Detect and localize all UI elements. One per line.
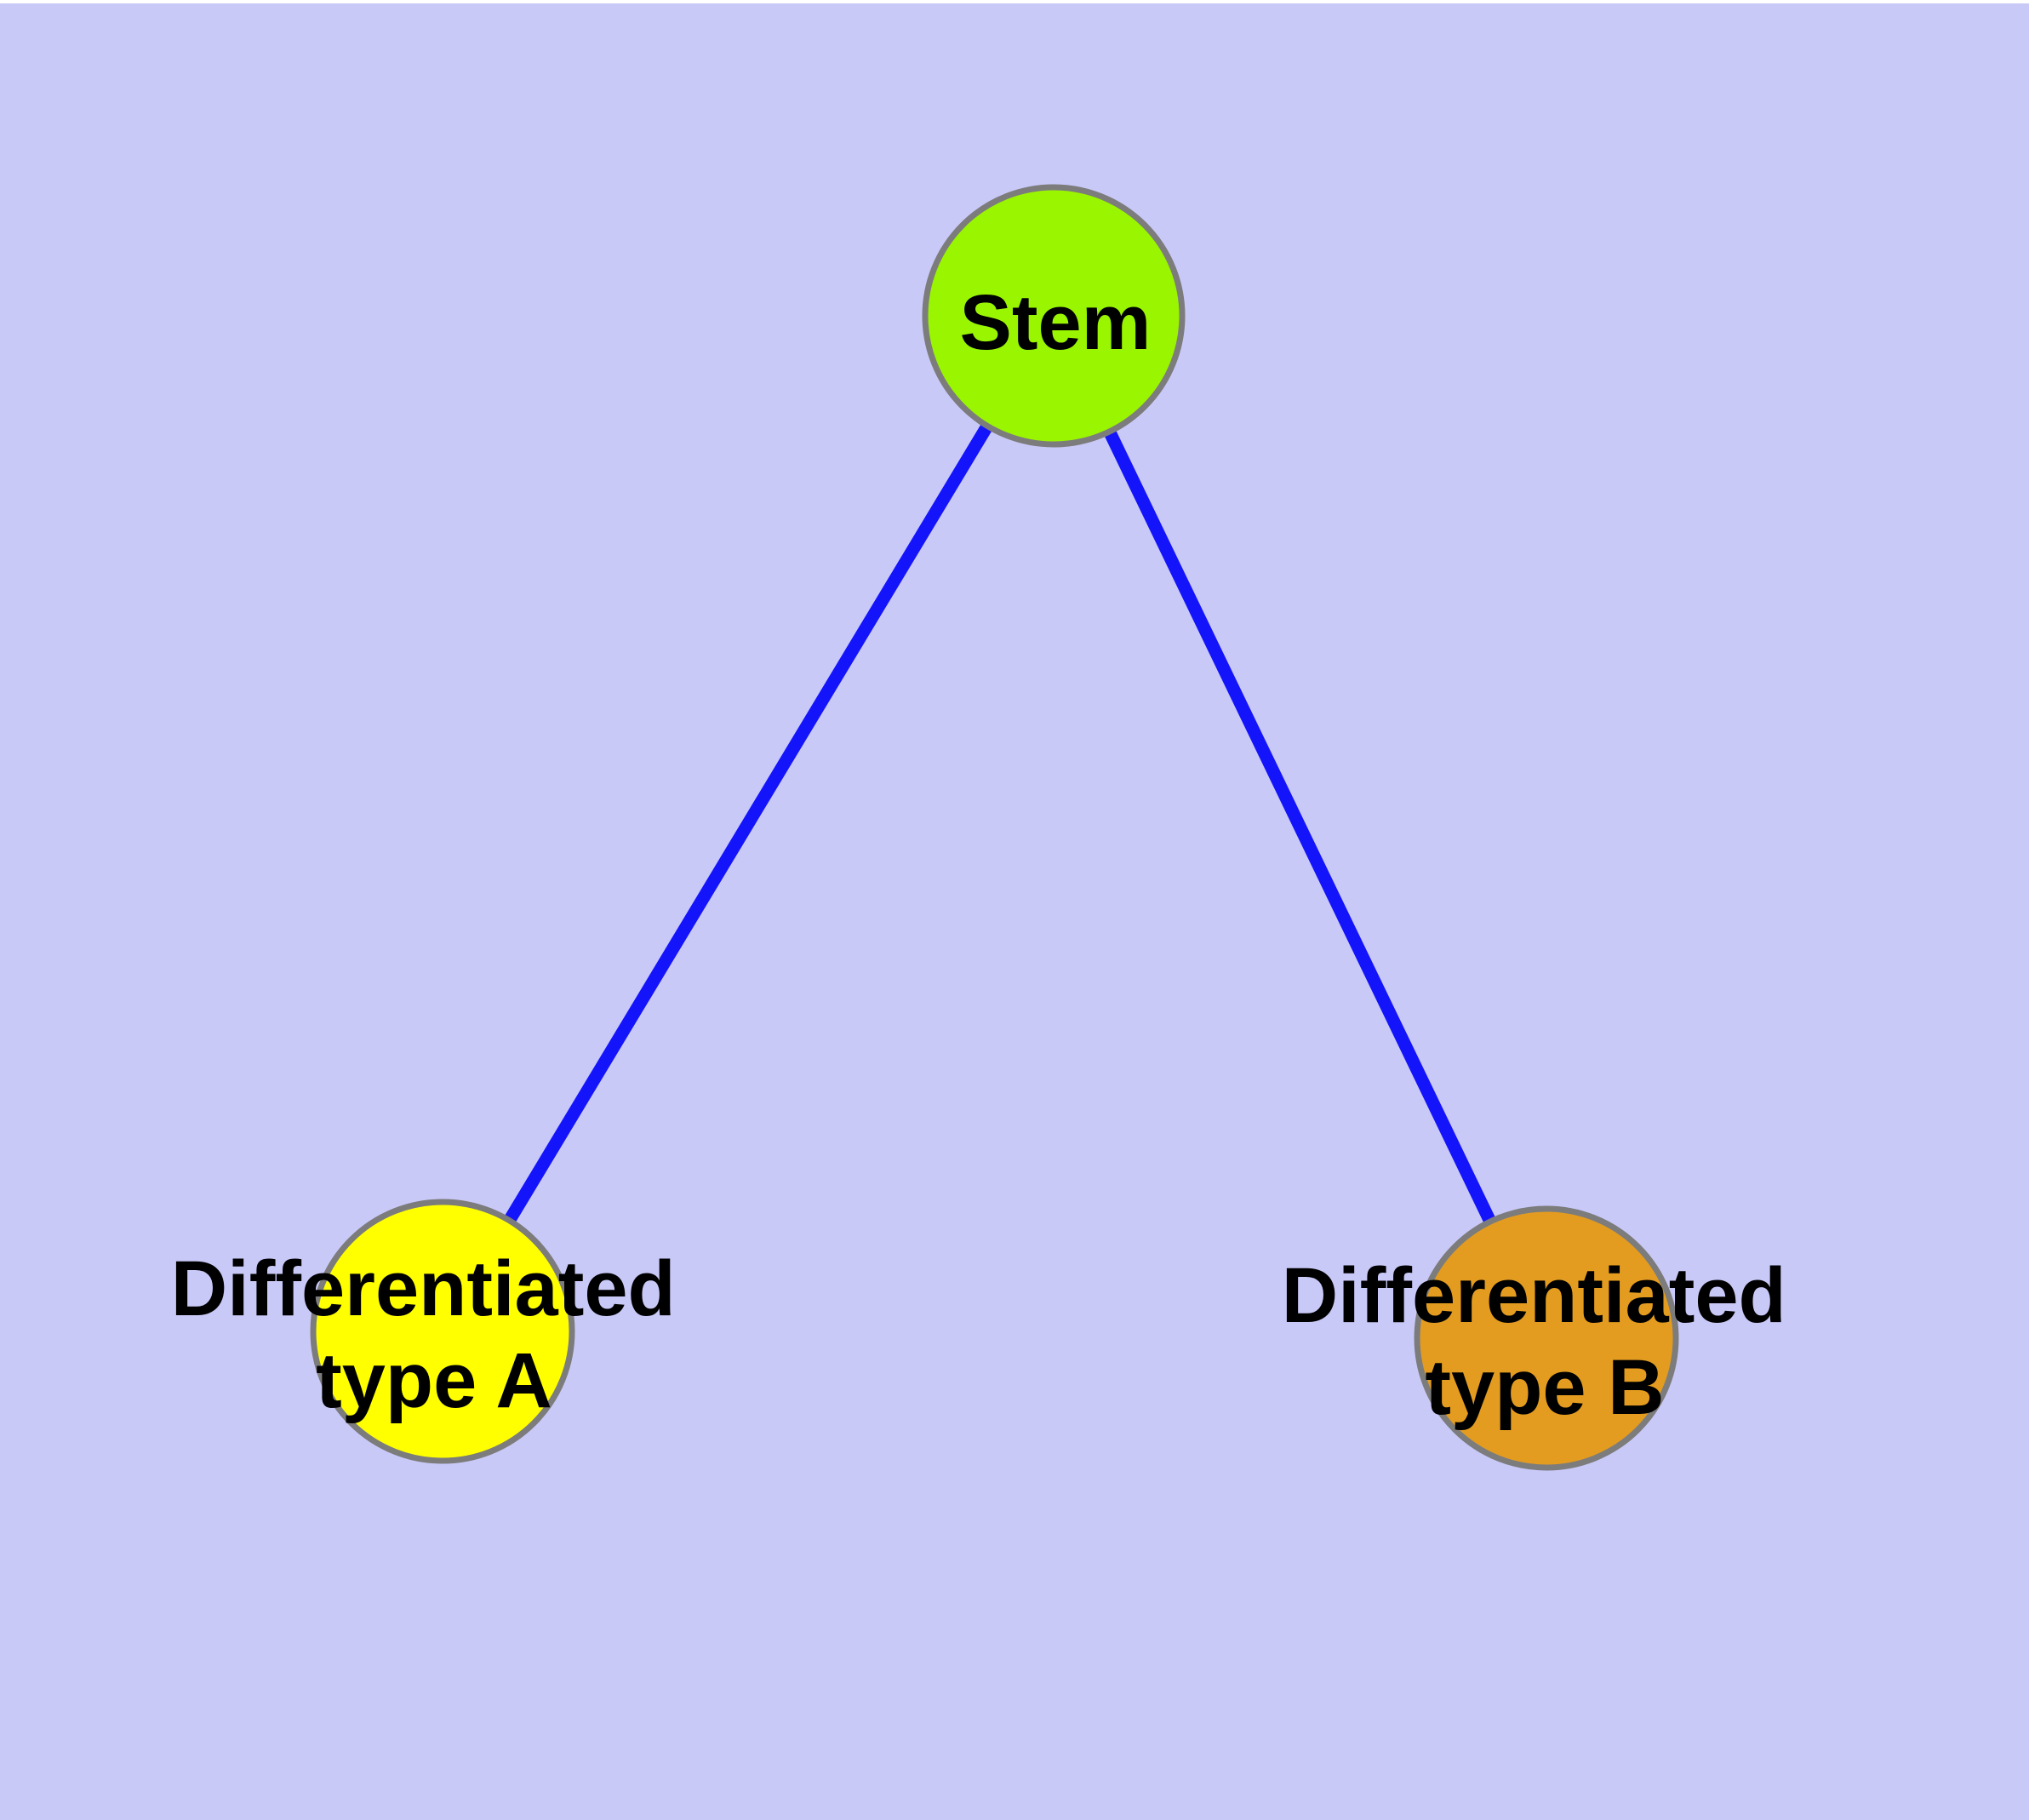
node-stem [922, 184, 1186, 448]
edge-stem-to-type-a [437, 312, 1060, 1335]
node-differentiated-type-b [1414, 1205, 1679, 1471]
node-type-b-label-line1: Differentiated [1282, 1252, 1786, 1339]
node-type-b-label: Differentiated type B [1282, 1252, 1809, 1431]
node-type-a-label-line1: Differentiated [171, 1245, 676, 1332]
node-type-a-label: Differentiated type A [171, 1245, 698, 1424]
node-stem-label: Stem [960, 279, 1152, 366]
node-type-a-label-line2: type A [316, 1337, 552, 1424]
edge-stem-to-type-b [1048, 312, 1552, 1342]
node-type-b-label-line2: type B [1425, 1344, 1664, 1431]
node-differentiated-type-a [310, 1199, 575, 1464]
